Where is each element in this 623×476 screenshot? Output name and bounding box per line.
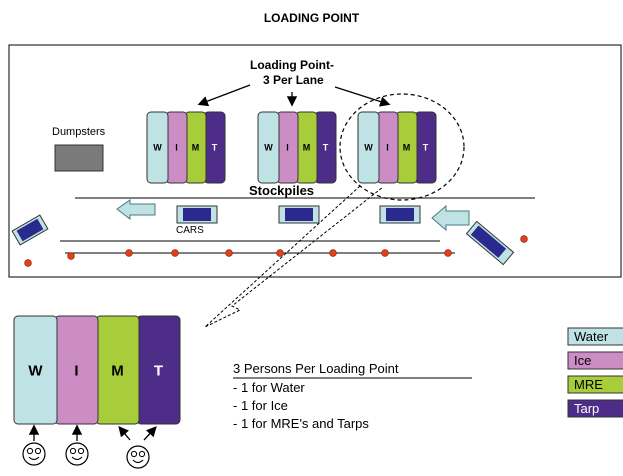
staffing-item-water: - 1 for Water [233,380,305,395]
dumpster-icon [54,144,104,172]
staffing-item-mre-tarps: - 1 for MRE's and Tarps [233,416,369,431]
stack1-water-block [146,111,169,184]
legend-label: Water [574,329,609,344]
cone-4 [171,249,179,257]
stack1-water-letter: W [153,143,162,153]
cone-9 [444,249,452,257]
site-boundary [8,44,622,278]
cone-6 [276,249,284,257]
legend-item-mre: MRE [567,375,623,394]
worker-arrow-mre [118,426,131,441]
stack3-water-letter: W [364,143,373,153]
cone-3 [125,249,133,257]
car-exiting [11,214,49,246]
stack3-mre-letter: M [403,143,411,153]
legend-label: MRE [574,377,603,392]
legend-item-tarp: Tarp [567,399,623,418]
car-stockpile-3 [379,205,421,224]
cone-1 [24,259,32,267]
car-stockpile-1 [176,205,218,224]
cone-2 [67,252,75,260]
worker-arrow-tarp [143,426,157,441]
zoom-arrow [204,185,384,328]
cars-label: CARS [176,225,204,236]
stack2-water-letter: W [264,143,273,153]
page-title: LOADING POINT [263,11,360,25]
stack3-water-block [357,111,380,184]
flow-arrow-exit [116,199,156,221]
legend-swatch [567,351,623,370]
legend-label: Ice [574,353,591,368]
detail-water-block [13,315,58,425]
legend-swatch [567,399,623,418]
detail-tarp-letter: T [154,362,163,379]
stockpiles-label: Stockpiles [249,183,315,198]
worker-smiley-icon [22,442,150,469]
callout-line-1: Loading Point- [250,58,334,72]
cone-5 [225,249,233,257]
dumpsters-label: Dumpsters [52,126,106,138]
car-entering [465,220,515,266]
stack2-mre-letter: M [303,143,311,153]
callout-line-2: 3 Per Lane [263,73,324,87]
legend-swatch [567,375,623,394]
worker-smiley-icon-2 [65,442,89,466]
stack3-ice-letter: I [386,143,389,153]
worker-smiley-icon-1 [22,442,46,466]
staffing-item-ice: - 1 for Ice [233,398,288,413]
detail-mre-letter: M [111,362,124,379]
staffing-heading: 3 Persons Per Loading Point [233,361,399,376]
stack2-tarp-letter: T [323,143,329,153]
legend-item-ice: Ice [567,351,623,370]
stack3-tarp-letter: T [423,143,429,153]
traffic-cones [24,235,528,267]
callout-arrow-left [197,84,251,107]
legend-item-water: Water [567,327,623,346]
legend-swatch [567,327,623,346]
flow-arrow-entry [431,204,470,232]
stack1-mre-letter: M [192,143,200,153]
stack2-ice-letter: I [286,143,289,153]
cone-8 [381,249,389,257]
detail-ice-letter: I [74,362,78,379]
cone-7 [329,249,337,257]
stack1-tarp-letter: T [212,143,218,153]
cone-10 [520,235,528,243]
stack1-ice-letter: I [175,143,178,153]
legend-label: Tarp [574,401,599,416]
stack2-water-block [257,111,280,184]
detail-water-letter: W [28,362,43,379]
car-stockpile-2 [278,205,320,224]
callout-arrow-right [334,86,391,107]
highlight-circle [339,93,465,201]
worker-smiley-icon-3 [126,445,150,469]
